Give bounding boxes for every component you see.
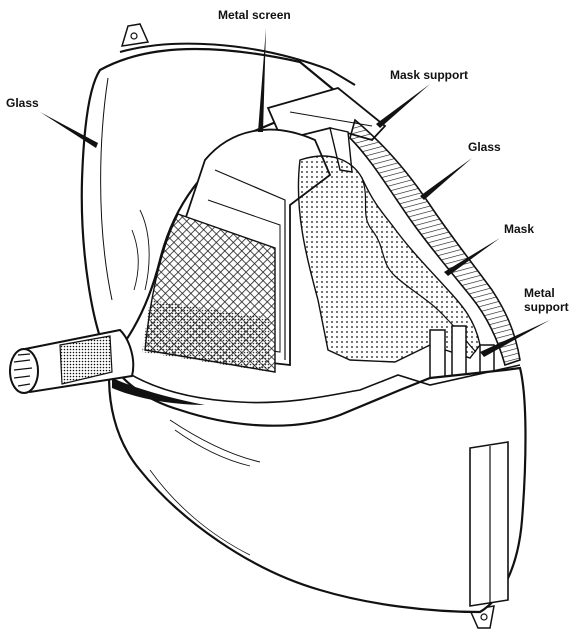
label-metal-screen: Metal screen — [218, 8, 291, 22]
pointer-glass-right — [420, 158, 472, 200]
label-metal-support-line1: Metal — [524, 286, 569, 300]
lower-right-panel — [470, 442, 508, 606]
pointer-mask-support — [376, 84, 430, 128]
label-mask-support: Mask support — [390, 68, 468, 82]
top-mounting-tab — [122, 24, 148, 46]
label-mask: Mask — [504, 222, 534, 236]
label-glass-right: Glass — [468, 140, 501, 154]
label-glass-left: Glass — [6, 96, 39, 110]
label-metal-support-line2: support — [524, 300, 569, 314]
label-metal-support: Metal support — [524, 286, 569, 314]
